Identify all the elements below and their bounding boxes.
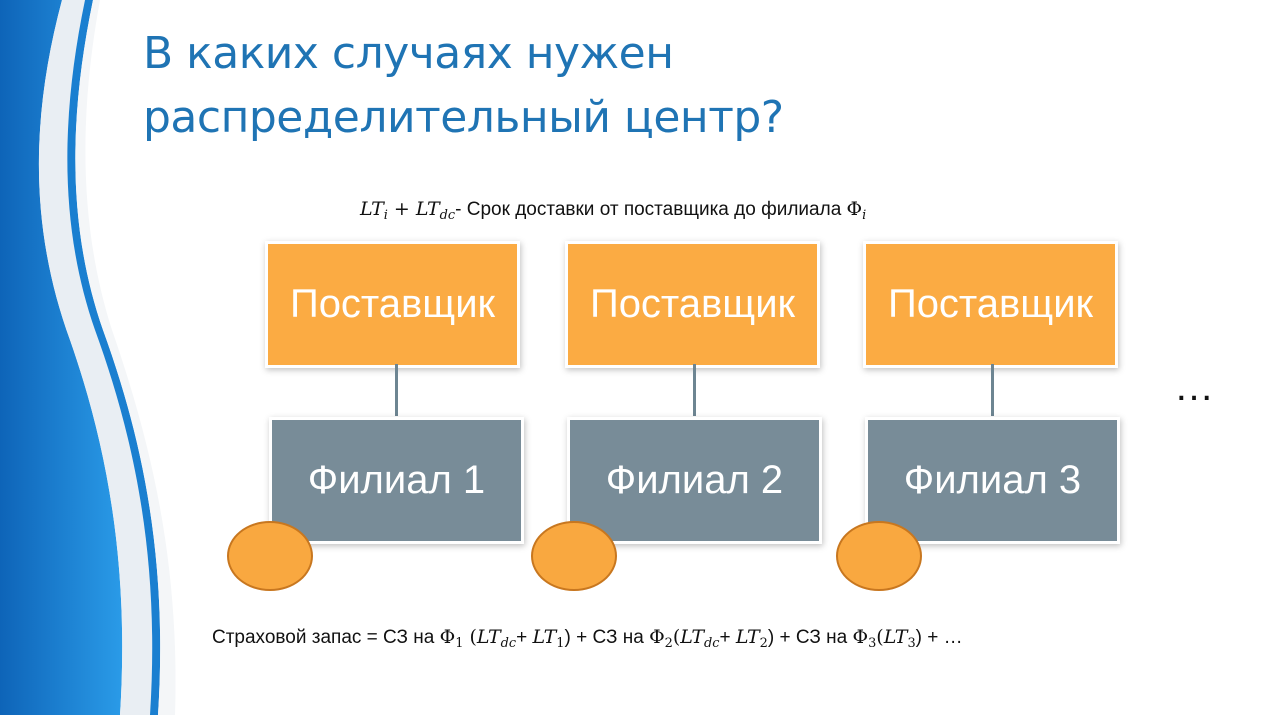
math-sub: 3 (868, 635, 877, 651)
math-lt: LT (735, 626, 760, 648)
math-paren: ( (463, 626, 477, 648)
math-sub: i (862, 207, 867, 223)
math-sub: 2 (759, 635, 768, 651)
formula-text: Страховой запас = СЗ на (212, 627, 440, 648)
formula-text: ) + СЗ на (564, 627, 650, 648)
math-paren: ( (672, 626, 681, 648)
math-lt: LT (532, 626, 557, 648)
math-plus: + (719, 627, 736, 648)
title-line-1: В каких случаях нужен (143, 28, 674, 79)
connector-line (991, 364, 994, 416)
supplier-box-2: Поставщик (568, 244, 817, 365)
title-line-2: распределительный центр? (143, 92, 784, 143)
math-sub: dc (500, 635, 517, 651)
math-phi: Φ (439, 626, 456, 648)
math-lt: LT (360, 198, 384, 220)
math-phi: Φ (852, 626, 869, 648)
math-sub: 1 (556, 635, 565, 651)
math-sub: 3 (907, 635, 916, 651)
math-lt: LT (680, 626, 705, 648)
more-ellipsis: … (1174, 365, 1216, 409)
math-paren: ( (876, 626, 884, 648)
branch-box-1: Филиал 1 (272, 420, 521, 541)
math-sub: 1 (455, 635, 464, 651)
branch-box-3: Филиал 3 (868, 420, 1117, 541)
safety-stock-ellipse-2 (531, 521, 617, 591)
math-sub: dc (439, 207, 456, 223)
supplier-box-3: Поставщик (866, 244, 1115, 365)
math-sub: dc (704, 635, 720, 651)
formula-text: ) + … (915, 627, 963, 648)
slide-title: В каких случаях нужен распределительный … (143, 22, 784, 150)
branch-box-2: Филиал 2 (570, 420, 819, 541)
math-sub: i (383, 207, 388, 223)
math-lt: LT (415, 198, 440, 220)
safety-stock-formula: Страховой запас = СЗ на Φ1 (LTdc+ LT1) +… (212, 626, 963, 651)
safety-stock-ellipse-3 (836, 521, 922, 591)
math-sub: 2 (664, 635, 673, 651)
math-lt: LT (883, 626, 908, 648)
connector-line (395, 364, 398, 416)
safety-stock-ellipse-1 (227, 521, 313, 591)
connector-line (693, 364, 696, 416)
caption-text: - Срок доставки от поставщика до филиала (455, 199, 847, 220)
math-plus: + (516, 627, 533, 648)
lead-time-caption: LTi + LTdc- Срок доставки от поставщика … (360, 198, 866, 223)
math-phi: Φ (649, 626, 665, 648)
math-phi: Φ (846, 198, 863, 220)
math-lt: LT (476, 626, 501, 648)
supplier-box-1: Поставщик (268, 244, 517, 365)
formula-text: ) + СЗ на (767, 627, 853, 648)
math-plus: + (387, 198, 416, 220)
